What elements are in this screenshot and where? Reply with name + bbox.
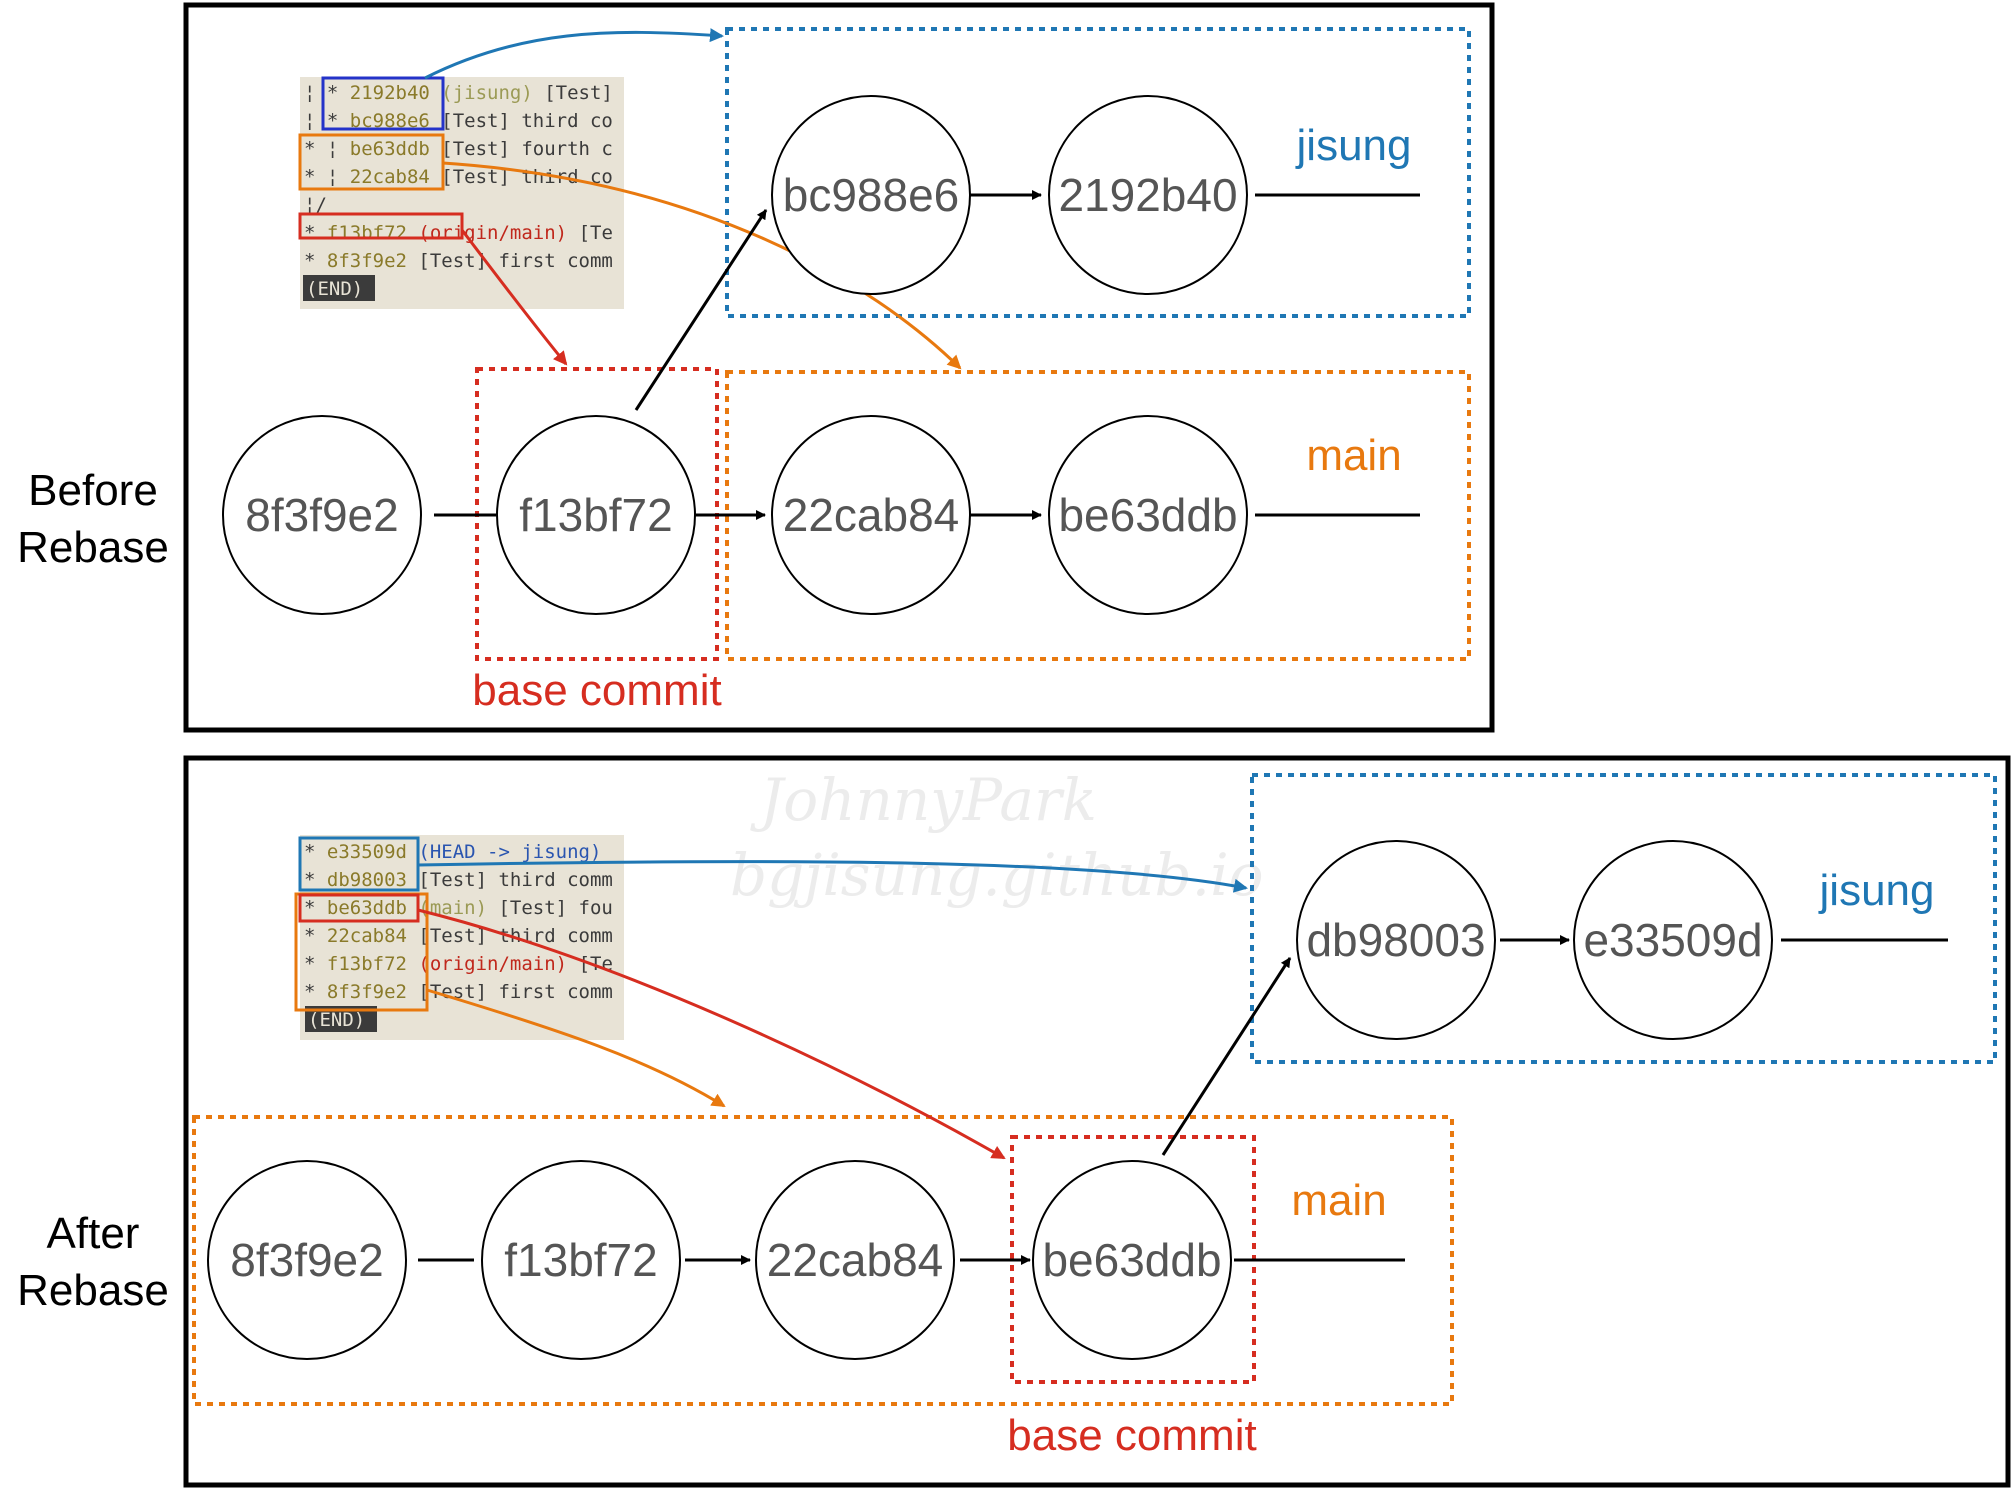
terminal-log-line: * f13bf72 (origin/main) [Te <box>304 222 613 244</box>
branch-label-jisung: jisung <box>1295 121 1412 170</box>
main-branch-box <box>192 1115 1454 1406</box>
branch-label-main: main <box>1306 431 1401 480</box>
commit-node: 8f3f9e2 <box>222 415 422 615</box>
terminal-log-line: * 8f3f9e2 [Test] first comm <box>304 981 613 1003</box>
after-rebase-section: After Rebase * e33509d (HEAD -> jisung) … <box>17 755 2011 1488</box>
terminal-log-line: * e33509d (HEAD -> jisung) <box>304 841 601 863</box>
commit-hash: f13bf72 <box>504 1234 657 1286</box>
commit-node: bc988e6 <box>771 95 971 295</box>
before-terminal: ¦ * 2192b40 (jisung) [Test] ¦ * bc988e6 [… <box>298 76 624 309</box>
commit-hash: e33509d <box>1583 914 1762 966</box>
commit-hash: bc988e6 <box>783 169 960 221</box>
commit-hash: f13bf72 <box>519 489 672 541</box>
terminal-log-line: * 22cab84 [Test] third comm <box>304 925 613 947</box>
terminal-log-line: * db98003 [Test] third comm <box>304 869 613 891</box>
jisung-link-arrow <box>424 28 724 80</box>
commit-hash: db98003 <box>1306 914 1485 966</box>
before-rebase-section: Before Rebase ¦ * 2192b40 (jisung) [Test… <box>17 2 1495 733</box>
commit-hash: be63ddb <box>1058 489 1237 541</box>
terminal-end-text: (END) <box>308 1009 365 1031</box>
terminal-end-text: (END) <box>306 278 363 300</box>
jisung-commits-highlight <box>321 76 445 131</box>
watermark-line2: bgjisung.github.io <box>730 841 1264 909</box>
base-commit-highlight <box>298 893 420 923</box>
base-link-arrow <box>417 908 1006 1160</box>
commit-hash: 8f3f9e2 <box>245 489 398 541</box>
commit-hash: 22cab84 <box>767 1234 944 1286</box>
base-commit-highlight <box>298 212 464 240</box>
terminal-log-line: * ¦ 22cab84 [Test] third co <box>304 166 613 188</box>
main-commits-highlight <box>298 133 445 191</box>
terminal-log-line: * be63ddb (main) [Test] fou <box>304 897 613 919</box>
base-commit-label: base commit <box>1007 1411 1256 1460</box>
edge-be63ddb-db98003 <box>1161 957 1292 1156</box>
commit-hash: 8f3f9e2 <box>230 1234 383 1286</box>
base-link-arrow <box>460 229 568 366</box>
main-link-arrow <box>442 161 962 370</box>
after-label-line1: After <box>47 1209 140 1258</box>
commit-hash: 2192b40 <box>1058 169 1237 221</box>
after-label-line2: Rebase <box>17 1266 169 1315</box>
before-label-line2: Rebase <box>17 523 169 572</box>
commit-node: be63ddb <box>1048 415 1248 615</box>
terminal-log-line: ¦/ <box>304 194 327 216</box>
commit-node: db98003 <box>1296 840 1496 1040</box>
after-terminal: * e33509d (HEAD -> jisung) * db98003 [Te… <box>294 835 624 1040</box>
watermark-line1: JohnnyPark <box>750 766 1097 834</box>
commit-node: be63ddb <box>1032 1160 1232 1360</box>
commit-node: 22cab84 <box>771 415 971 615</box>
jisung-link-arrow <box>417 860 1248 893</box>
terminal-log-line: * ¦ be63ddb [Test] fourth c <box>304 138 613 160</box>
edge-f13bf72-bc988e6 <box>634 209 768 411</box>
before-label-line1: Before <box>28 466 158 515</box>
commit-node: 2192b40 <box>1048 95 1248 295</box>
branch-label-jisung: jisung <box>1818 866 1935 915</box>
commit-hash: 22cab84 <box>783 489 960 541</box>
terminal-log-line: * 8f3f9e2 [Test] first comm <box>304 250 613 272</box>
commit-node: 22cab84 <box>755 1160 955 1360</box>
commit-node: e33509d <box>1573 840 1773 1040</box>
commit-node: 8f3f9e2 <box>207 1160 407 1360</box>
branch-label-main: main <box>1291 1176 1386 1225</box>
terminal-end-badge <box>303 275 375 301</box>
base-commit-label: base commit <box>472 666 721 715</box>
terminal-background <box>300 835 624 1040</box>
main-link-arrow <box>426 988 726 1108</box>
terminal-log-line: ¦ * 2192b40 (jisung) [Test] <box>304 82 613 104</box>
watermark: JohnnyPark bgjisung.github.io <box>730 766 1264 909</box>
after-frame <box>183 755 2011 1488</box>
before-frame <box>183 2 1495 733</box>
terminal-background <box>300 77 624 309</box>
commit-hash: be63ddb <box>1042 1234 1221 1286</box>
commit-node: f13bf72 <box>481 1160 681 1360</box>
commit-node: f13bf72 <box>496 415 696 615</box>
terminal-log-line: ¦ * bc988e6 [Test] third co <box>304 110 613 132</box>
